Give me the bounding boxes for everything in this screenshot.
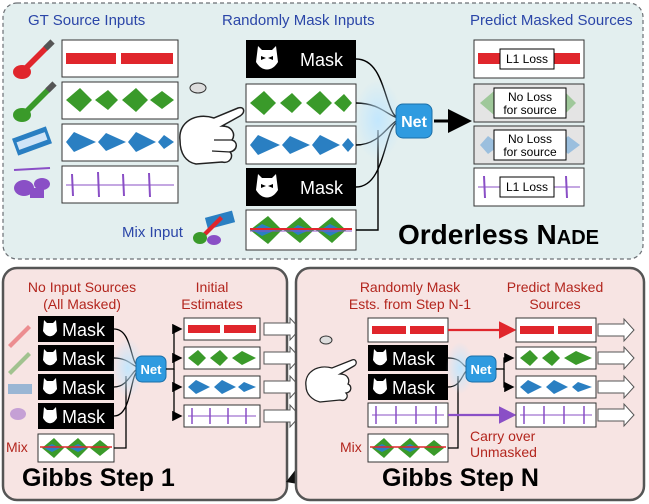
gN-hollow-output-arrows <box>597 317 635 428</box>
electric-guitar-icon <box>13 39 55 79</box>
svg-text:Sources: Sources <box>529 296 580 312</box>
svg-text:Mask: Mask <box>300 50 344 70</box>
gibbs-step-n-title: Gibbs Step N <box>382 464 539 492</box>
net-block-top: Net <box>395 103 433 139</box>
drum-kit-icon <box>13 167 51 198</box>
net-block-g1: Net <box>135 355 167 383</box>
mix-input-label: Mix Input <box>122 224 184 241</box>
gt-source-title: GT Source Inputs <box>28 12 145 29</box>
svg-text:Mask: Mask <box>300 178 344 198</box>
keyboard-icon <box>12 126 52 156</box>
g1-mask-stack: Mask Mask Mask Mask <box>38 316 114 429</box>
gN-mix-label: Mix <box>340 439 362 455</box>
gN-output-column <box>515 317 597 428</box>
svg-text:Mask: Mask <box>62 320 106 340</box>
method-name: Orderless NADE <box>398 219 599 250</box>
svg-text:Mask: Mask <box>62 378 106 398</box>
pred-bass-noloss: No Loss for source <box>473 83 585 123</box>
svg-text:Estimates: Estimates <box>181 296 242 312</box>
mix-input-waveform <box>245 209 357 251</box>
gN-net-glow <box>446 342 474 394</box>
pred-piano-noloss: No Loss for source <box>473 125 585 165</box>
svg-text:Net: Net <box>141 362 163 377</box>
gN-split-arrows <box>496 352 515 393</box>
svg-text:Mask: Mask <box>392 349 436 369</box>
mask-inputs-title: Randomly Mask Inputs <box>222 12 375 29</box>
net-glow <box>354 80 402 160</box>
no-input-title: No Input Sources <box>28 279 136 295</box>
g1-mix-label: Mix <box>6 439 28 455</box>
faded-instrument-icons <box>8 325 32 420</box>
gibbs-step-1-title: Gibbs Step 1 <box>22 464 175 492</box>
masked-col-bass <box>245 83 357 123</box>
pred-drums-l1: L1 Loss <box>473 167 585 207</box>
hand-coin-icon <box>305 335 357 403</box>
g1-mix-waveform <box>37 433 115 463</box>
svg-text:Unmasked: Unmasked <box>470 444 537 460</box>
svg-text:for source: for source <box>503 145 557 159</box>
svg-text:Mask: Mask <box>62 407 106 427</box>
mask-box-drums: Mask <box>246 168 356 206</box>
svg-text:L1 Loss: L1 Loss <box>506 180 548 194</box>
pred-guitar-l1: L1 Loss <box>473 39 585 79</box>
svg-text:Mask: Mask <box>62 349 106 369</box>
initial-estimates-title: Initial <box>196 279 229 295</box>
svg-text:(All Masked): (All Masked) <box>43 296 121 312</box>
svg-text:for source: for source <box>503 103 557 117</box>
hollow-arrows-between <box>263 316 301 429</box>
carry-over-label: Carry over <box>470 428 536 444</box>
svg-text:Net: Net <box>401 114 427 131</box>
gN-input-column: Mask Mask <box>367 317 449 428</box>
g1-initial-estimates <box>183 317 261 428</box>
gt-waveform-guitar <box>61 39 179 78</box>
svg-text:No Loss: No Loss <box>508 90 552 104</box>
random-mask-title: Randomly Mask <box>360 279 461 295</box>
predict-masked-title: Predict Masked <box>507 279 603 295</box>
net-block-gN: Net <box>465 355 497 383</box>
gt-waveform-piano <box>61 123 179 162</box>
svg-text:No Loss: No Loss <box>508 132 552 146</box>
g1-net-glow <box>112 338 144 398</box>
hand-coin-icon <box>179 82 245 165</box>
svg-text:Net: Net <box>471 362 493 377</box>
svg-text:Ests. from Step N-1: Ests. from Step N-1 <box>349 296 471 312</box>
svg-text:Mask: Mask <box>392 378 436 398</box>
gt-waveform-drums <box>61 165 179 204</box>
gt-waveform-bass <box>61 81 179 120</box>
bass-guitar-icon <box>13 81 57 122</box>
predict-title: Predict Masked Sources <box>470 12 633 29</box>
mask-box-guitar: Mask <box>246 40 356 78</box>
svg-text:L1 Loss: L1 Loss <box>506 52 548 66</box>
electric-guitar-icon <box>193 216 223 245</box>
mask-icon <box>256 46 278 70</box>
masked-col-piano <box>245 125 357 165</box>
g1-split-arrows <box>166 323 183 422</box>
gN-mix-waveform <box>367 433 449 463</box>
